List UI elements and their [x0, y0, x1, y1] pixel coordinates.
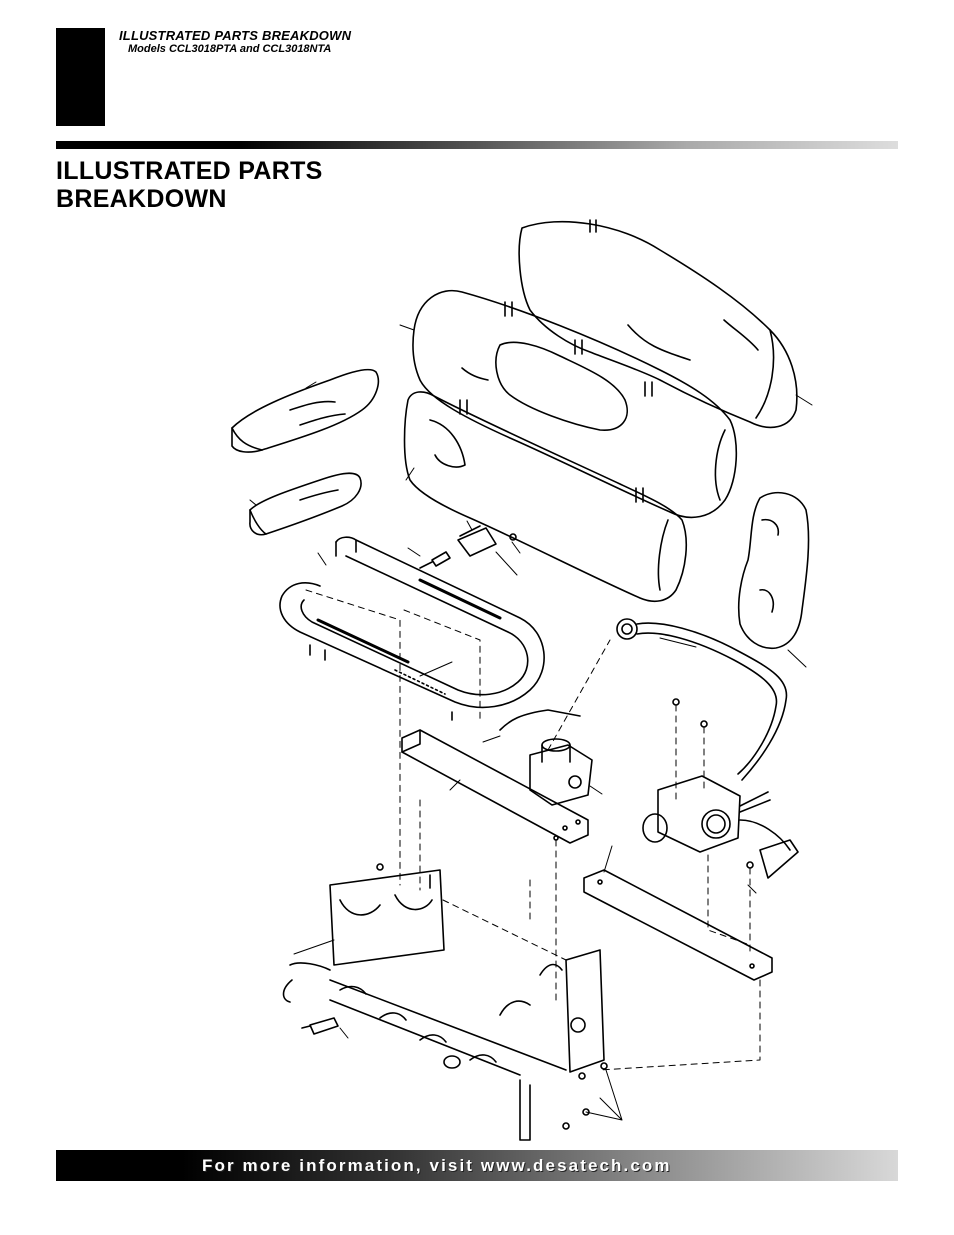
- gas-valve: [642, 775, 799, 879]
- small-log-upper: [231, 368, 380, 453]
- leader-lines: [249, 324, 813, 1121]
- footer-text: For more information, visit www.desatech…: [202, 1156, 672, 1175]
- center-log: [412, 289, 738, 519]
- front-log: [403, 391, 688, 603]
- header-title: ILLUSTRATED PARTS BREAKDOWN: [119, 28, 352, 43]
- assembly-dashes: [305, 589, 761, 1071]
- footer-bar: For more information, visit www.desatech…: [56, 1150, 898, 1181]
- front-rail: [401, 729, 589, 844]
- small-log-lower: [249, 472, 362, 536]
- pressure-regulator: [499, 709, 593, 806]
- burner-assembly: [279, 536, 545, 721]
- log-grate: [282, 869, 605, 1141]
- page-header: ILLUSTRATED PARTS BREAKDOWN Models CCL30…: [119, 28, 351, 56]
- page-title: ILLUSTRATED PARTS BREAKDOWN: [56, 157, 323, 213]
- gas-tubing: [616, 618, 788, 781]
- pilot-assembly: [419, 525, 517, 569]
- valve-bracket: [583, 869, 773, 981]
- section-tab: [56, 28, 105, 126]
- side-log: [737, 491, 810, 649]
- piezo-igniter: [301, 1017, 339, 1035]
- header-rule: [56, 141, 898, 149]
- exploded-parts-diagram: [231, 219, 813, 1141]
- screws: [376, 698, 754, 1130]
- rear-log: [518, 219, 798, 429]
- header-subtitle: Models CCL3018PTA and CCL3018NTA: [128, 43, 332, 55]
